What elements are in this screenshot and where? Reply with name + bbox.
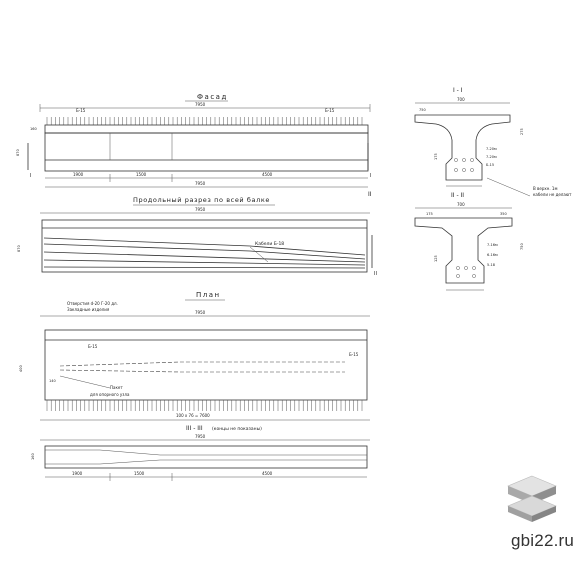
cross-2-label-2: 6-16м [487,253,498,257]
rebar-comb-bottom [46,400,363,411]
section-3-3-dim-seg2: 1500 [134,471,145,476]
cross-section-2-2: II - II В верхн. 1м кабели не делают 700… [414,177,572,291]
longitudinal-section-view: Продольный разрез по всей балке II 7950 … [17,191,377,277]
facade-title: Фасад [197,93,228,101]
facade-view: Фасад 7950 Б-15 Б-15 I I 160 870 1900 15… [16,93,371,188]
rebar-comb-top [46,117,363,125]
plan-width: 400 [19,365,23,372]
facade-left-h1: 160 [30,127,37,131]
section-3-3-dim-total: 7950 [195,434,206,439]
section-3-3-title: III - III [186,425,203,432]
cross-1-side-dim-1: 750 [419,108,426,112]
cross-1-label-3: Б-15 [486,163,494,167]
cross-2-label-3: 5-18 [487,263,495,267]
plan-support-note-2: для опорного узла [90,392,130,397]
section-mark-i-left: I [30,173,31,179]
cross-1-label-1: 7-20м [486,147,497,151]
plan-anchor-note-1: Отверстия d-20 Г-20 дл. [67,301,118,306]
facade-mark-right: Б-15 [325,108,335,113]
long-section-title: Продольный разрез по всей балке [133,196,270,204]
facade-dim-total-bottom: 7950 [195,181,206,186]
cross-2-note-1: В верхн. 1м [533,186,557,191]
site-brand: gbi22.ru [511,531,575,550]
plan-mark-right: Б-15 [349,352,359,357]
cross-2-side-dim-3: 750 [520,243,524,250]
plan-pitch: 100 x 76 = 7600 [176,413,210,418]
cross-2-label-1: 7-16м [487,243,498,247]
plan-w2: 140 [49,379,56,383]
cross-2-side-dim-1: 175 [426,212,433,216]
facade-mark-left: Б-15 [76,108,86,113]
facade-dim-total: 7950 [195,102,206,107]
cross-1-label-2: 7-20м [486,155,497,159]
facade-dim-seg2: 1500 [136,172,147,177]
section-mark-i-right: I [370,173,371,179]
plan-title: План [196,291,221,299]
cross-2-side-dim-4: 125 [434,255,438,262]
section-3-3-view: III - III (концы не показаны) 7950 1900 … [31,425,370,481]
plan-anchor-note-2: Закладные изделия [67,307,110,312]
facade-left-h2: 870 [16,149,20,156]
plan-view: План Отверстия d-20 Г-20 дл. Закладные и… [19,291,370,421]
cross-2-side-dim-2: 350 [500,212,507,216]
plan-dim-total: 7950 [195,310,206,315]
cross-2-top-width: 700 [457,202,465,207]
plan-support-note-1: Пакет [110,385,123,390]
stacked-slabs-icon [507,475,557,522]
plan-mark-left: Б-15 [88,344,98,349]
section-3-3-note: (концы не показаны) [212,426,262,432]
facade-dim-seg1: 1900 [73,172,84,177]
long-cable-label: Кабели Б-18 [255,241,284,247]
section-3-3-h: 160 [31,453,35,460]
cross-1-title: I - I [453,87,463,94]
long-dim-total: 7950 [195,207,206,212]
long-height: 870 [17,245,21,252]
section-3-3-dim-seg3: 4500 [262,471,273,476]
cross-2-note-2: кабели не делают [533,192,572,197]
cross-1-top-width: 700 [457,97,465,102]
facade-dim-seg3: 4500 [262,172,273,177]
section-mark-ii-right: II [374,271,377,277]
section-3-3-dim-seg1: 1900 [72,471,83,476]
cross-2-title: II - II [451,192,464,199]
cross-1-side-dim-3: 175 [434,153,438,160]
cross-section-1-1: I - I 700 750 275 175 7-20м 7-20м Б-15 [414,87,524,187]
section-mark-ii: II [368,191,372,198]
cross-1-side-dim-2: 275 [520,128,524,135]
